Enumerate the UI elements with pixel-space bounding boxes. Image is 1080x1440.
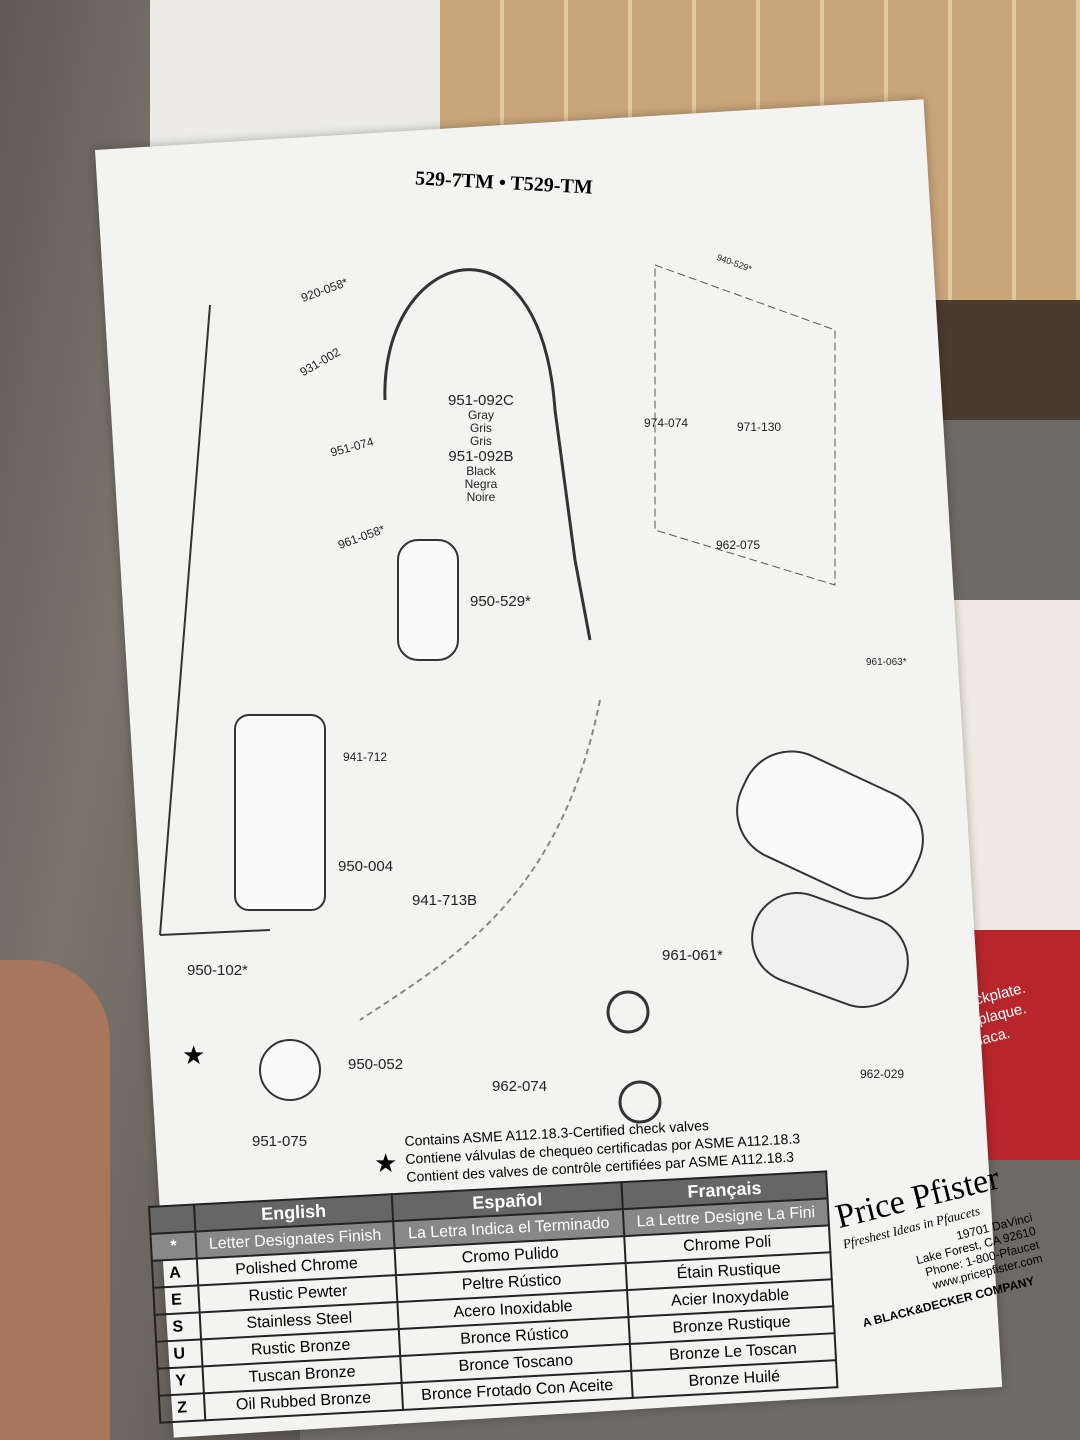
color-label: Gris — [469, 421, 492, 435]
part-label: 951-075 — [252, 1133, 308, 1150]
part-label: 962-029 — [860, 1067, 905, 1081]
hose — [359, 699, 601, 1021]
part-label: 950-102* — [187, 962, 248, 979]
nut — [618, 1080, 662, 1124]
handle-box — [654, 264, 836, 586]
part-label: 951-092C — [448, 392, 514, 409]
spout-outline — [383, 268, 592, 641]
deckplate — [751, 892, 909, 1008]
color-label: Noire — [466, 490, 496, 504]
part-label: 950-529* — [470, 593, 531, 610]
soap-bottle — [234, 714, 326, 911]
part-label: 962-074 — [492, 1078, 548, 1095]
part-label: 950-052 — [348, 1056, 404, 1073]
part-label: 974-074 — [644, 416, 689, 430]
washer — [606, 990, 650, 1034]
part-label: 962-075 — [716, 538, 761, 552]
bracket-left — [159, 304, 271, 936]
escutcheon-plate — [736, 750, 924, 900]
color-label: Gris — [469, 434, 492, 448]
part-label: 961-063* — [866, 657, 907, 668]
star-icon: ★ — [374, 1148, 398, 1178]
check-ball — [259, 1039, 321, 1101]
star-icon: ★ — [182, 1040, 206, 1070]
color-label: Black — [466, 464, 496, 478]
part-label: 941-713B — [412, 892, 478, 909]
part-label: 951-092B — [448, 448, 514, 465]
part-label: 941-712 — [343, 750, 388, 764]
spray-hose-color-options: 951-092C Gray Gris Gris 951-092B Black N… — [448, 392, 514, 504]
part-label: 971-130 — [737, 420, 782, 434]
color-label: Negra — [464, 477, 498, 491]
thumb — [0, 960, 110, 1440]
color-label: Gray — [467, 408, 494, 422]
spray-head — [397, 539, 459, 661]
part-label: 950-004 — [338, 858, 394, 875]
part-label: 961-061* — [662, 947, 723, 964]
